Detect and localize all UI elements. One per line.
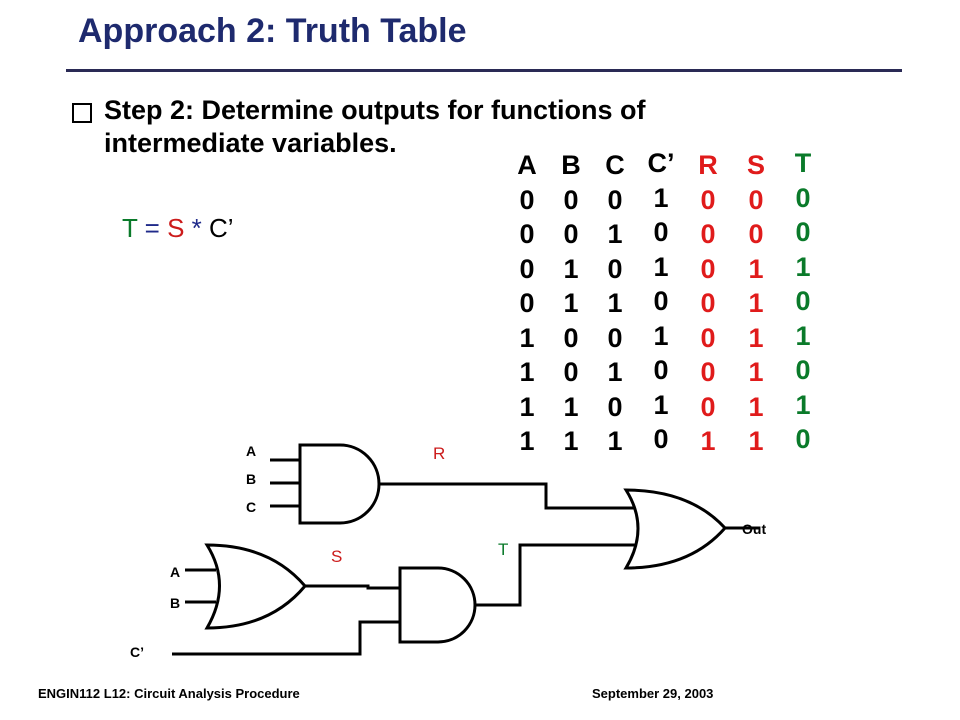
table-cell: 1	[795, 320, 811, 351]
out-label: Out	[742, 521, 766, 537]
table-cell: 1	[563, 253, 579, 284]
table-cell: 1	[563, 288, 579, 318]
table-cell: 0	[700, 357, 716, 387]
equation-cprime: C’	[209, 213, 234, 243]
and-gate-r	[298, 443, 381, 525]
equation-t: T	[122, 213, 138, 243]
or-input-b-label: B	[170, 595, 180, 611]
column-header: R	[698, 150, 718, 180]
table-cell: 1	[795, 251, 811, 282]
table-cell: 0	[519, 288, 535, 318]
table-cell: 0	[519, 219, 535, 249]
table-cell: 0	[700, 288, 716, 318]
column-header: C’	[647, 148, 675, 178]
table-cell: 0	[700, 391, 716, 422]
table-cell: 0	[700, 253, 716, 284]
equation-equals: =	[144, 213, 160, 243]
truth-table-column: B 0 0 1 1 0 0 1 1	[556, 148, 586, 459]
table-cell: 0	[795, 182, 811, 213]
table-cell: 1	[653, 182, 669, 213]
checkbox-bullet-icon	[72, 103, 92, 123]
slide-title: Approach 2: Truth Table	[78, 12, 467, 50]
table-cell: 1	[653, 320, 669, 351]
table-cell: 1	[653, 389, 669, 420]
step-text: Step 2: Determine outputs for functions …	[104, 95, 646, 158]
footer-course: ENGIN112 L12: Circuit Analysis Procedure	[38, 686, 300, 701]
table-cell: 1	[607, 426, 623, 456]
table-cell: 0	[795, 217, 811, 247]
table-cell: 0	[607, 322, 623, 353]
column-header: B	[561, 150, 581, 180]
cprime-input-label: C’	[130, 644, 144, 660]
title-underline	[66, 69, 902, 72]
table-cell: 0	[795, 424, 811, 454]
or-gate-s	[204, 543, 307, 630]
table-cell: 0	[607, 391, 623, 422]
table-cell: 0	[563, 357, 579, 387]
and-input-c-label: C	[246, 499, 256, 515]
table-cell: 0	[700, 219, 716, 249]
table-cell: 1	[519, 426, 535, 456]
or-gate-out	[623, 488, 728, 570]
wire-r-label: R	[433, 444, 445, 463]
table-cell: 1	[748, 357, 764, 387]
table-cell: 1	[607, 219, 623, 249]
table-cell: 0	[563, 184, 579, 215]
table-cell: 1	[748, 253, 764, 284]
table-cell: 0	[795, 355, 811, 385]
wire-s-label: S	[331, 547, 342, 566]
table-cell: 1	[607, 357, 623, 387]
truth-table-column: T 0 0 1 0 1 0 1 0	[788, 146, 818, 457]
column-header: T	[794, 148, 812, 178]
table-cell: 1	[748, 288, 764, 318]
table-cell: 0	[700, 322, 716, 353]
table-cell: 1	[563, 391, 579, 422]
or-input-a-label: A	[170, 564, 180, 580]
table-cell: 0	[563, 219, 579, 249]
table-cell: 1	[748, 322, 764, 353]
column-header: A	[517, 150, 537, 180]
table-cell: 0	[653, 286, 669, 316]
table-cell: 1	[748, 426, 764, 456]
truth-table-column: A 0 0 0 0 1 1 1 1	[512, 148, 542, 459]
table-cell: 0	[653, 217, 669, 247]
table-cell: 1	[795, 389, 811, 420]
table-cell: 1	[700, 426, 716, 456]
footer-date: September 29, 2003	[592, 686, 714, 701]
equation: T = S * C’	[122, 213, 234, 244]
table-cell: 0	[519, 253, 535, 284]
and-gate-t	[398, 566, 477, 644]
table-cell: 1	[653, 251, 669, 282]
table-cell: 0	[748, 184, 764, 215]
table-cell: 1	[563, 426, 579, 456]
table-cell: 1	[519, 391, 535, 422]
column-header: S	[746, 150, 765, 180]
table-cell: 0	[700, 184, 716, 215]
table-cell: 0	[795, 286, 811, 316]
and-input-b-label: B	[246, 471, 256, 487]
equation-star: *	[191, 213, 202, 243]
table-cell: 0	[653, 424, 669, 454]
truth-table-column: C’ 1 0 1 0 1 0 1 0	[646, 146, 676, 457]
truth-table-column: R 0 0 0 0 0 0 0 1	[693, 148, 723, 459]
column-header: C	[605, 150, 625, 180]
truth-table-column: C 0 1 0 1 0 1 0 1	[600, 148, 630, 459]
table-cell: 0	[607, 253, 623, 284]
table-cell: 1	[607, 288, 623, 318]
table-cell: 1	[519, 357, 535, 387]
table-cell: 0	[748, 219, 764, 249]
table-cell: 1	[519, 322, 535, 353]
and-input-a-label: A	[246, 443, 256, 459]
table-cell: 1	[748, 391, 764, 422]
table-cell: 0	[563, 322, 579, 353]
table-cell: 0	[653, 355, 669, 385]
wire-t-label: T	[498, 540, 508, 559]
equation-s: S	[167, 213, 185, 243]
table-cell: 0	[519, 184, 535, 215]
truth-table-column: S 0 0 1 1 1 1 1 1	[741, 148, 771, 459]
table-cell: 0	[607, 184, 623, 215]
